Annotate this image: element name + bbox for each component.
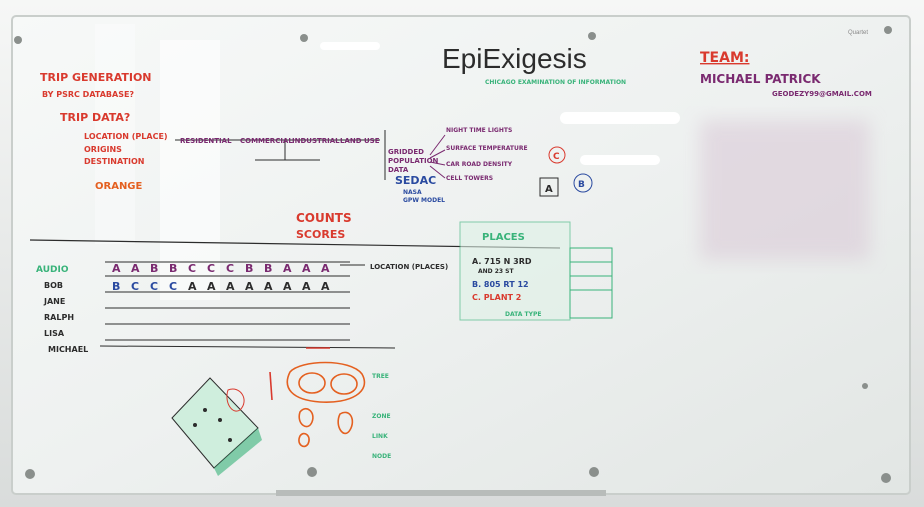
team-email: GEODEZY99@GMAIL.COM [772,90,872,98]
matrix-cell: C [188,262,196,275]
data-label: DATA [388,166,409,174]
team-member: MICHAEL PATRICK [700,72,821,86]
green-map-sketch [171,377,262,476]
matrix-cell: C [131,280,139,293]
box-b: B [578,180,585,190]
location-places: LOCATION (PLACES) [370,263,448,271]
matrix-cell: C [169,280,177,293]
note-location: LOCATION (PLACE) [84,132,168,141]
branch-4: CELL TOWERS [446,175,493,182]
note-trip-data: TRIP DATA? [60,111,130,124]
sedac: SEDAC [395,174,436,187]
place-a: A. 715 N 3RD [472,257,532,266]
row-label-audio: AUDIO [36,265,69,275]
orange-zones-sketch [269,347,365,448]
note-trip-generation: TRIP GENERATION [40,71,152,84]
matrix-cell: C [150,280,158,293]
branch-3: CAR ROAD DENSITY [446,161,513,168]
box-a: A [545,184,553,195]
branch-2: SURFACE TEMPERATURE [446,145,528,152]
note-origins: ORIGINS [84,145,122,154]
landuse-commercial: COMMERCIAL [240,137,293,145]
counts-label: COUNTS [296,211,352,225]
matrix-cell: B [112,280,120,293]
sketch-label-link: LINK [372,433,388,440]
circle-c: C [553,152,560,162]
marker-tray [276,490,606,496]
population: POPULATION [388,157,439,165]
board-title: EpiExigesis [442,43,587,74]
matrix: AUDIO LOCATION (PLACES) BOB JANE RALPH LISA… [29,239,561,354]
sedac-sub1: NASA [403,189,422,196]
gridded: GRIDDED [388,148,424,156]
place-c: C. PLANT 2 [472,293,521,302]
team-heading: TEAM: [700,50,749,66]
landuse-residential: RESIDENTIAL [180,137,232,145]
matrix-cell: A [245,280,254,293]
sedac-sub2: GPW MODEL [403,197,445,204]
people-list: BOB JANE RALPH LISA MICHAEL [43,281,88,354]
trip-notes: TRIP GENERATION BY PSRC DATABASE? TRIP D… [40,71,168,192]
matrix-cell: A [302,280,311,293]
matrix-cell: A [207,280,216,293]
matrix-cell: C [226,262,234,275]
matrix-cell: A [321,280,330,293]
person-name: BOB [44,281,63,290]
window-reflection [160,40,220,300]
matrix-cell: A [131,262,140,275]
matrix-cell: A [283,262,292,275]
note-psrc: BY PSRC DATABASE? [42,90,134,99]
matrix-cell: B [264,262,272,275]
matrix-cell: A [264,280,273,293]
sketch-label-node: NODE [372,453,391,460]
place-a-sub: AND 23 ST [478,268,514,275]
places-title: PLACES [482,232,525,243]
matrix-cell: B [245,262,253,275]
matrix-cell: A [112,262,121,275]
matrix-cell: A [226,280,235,293]
note-orange: ORANGE [95,181,143,192]
person-name: MICHAEL [48,345,88,354]
sketch-label-zone: ZONE [372,413,391,420]
branch-1: NIGHT TIME LIGHTS [446,127,512,134]
matrix-cell: A [302,262,311,275]
person-name: RALPH [44,313,74,322]
place-b: B. 805 RT 12 [472,280,529,289]
matrix-cell: A [283,280,292,293]
sketch-label-tree: TREE [372,373,389,380]
blurred-region [700,120,870,260]
window-reflection [95,24,135,244]
matrix-cell: A [188,280,197,293]
matrix-cell: C [207,262,215,275]
board-subtitle: CHICAGO EXAMINATION OF INFORMATION [485,79,626,86]
landuse-label: LAND USE [340,137,380,145]
landuse-industrial: INDUSTRIAL [292,137,340,145]
light-reflection [560,112,680,124]
board-mounts [14,26,892,483]
matrix-cell: A [321,262,330,275]
note-destination: DESTINATION [84,157,145,166]
landuse-row: RESIDENTIAL COMMERCIAL INDUSTRIAL LAND U… [175,127,593,204]
places-footer: DATA TYPE [505,311,541,318]
scores-label: SCORES [296,228,345,241]
matrix-cell: B [169,262,177,275]
places-panel: PLACES A. 715 N 3RD AND 23 ST B. 805 RT … [459,221,613,321]
brand-logo: Quartet [848,30,868,36]
light-reflection [580,155,660,165]
person-name: LISA [44,329,65,338]
person-name: JANE [43,297,65,306]
light-reflection [320,42,380,50]
matrix-cell: B [150,262,158,275]
